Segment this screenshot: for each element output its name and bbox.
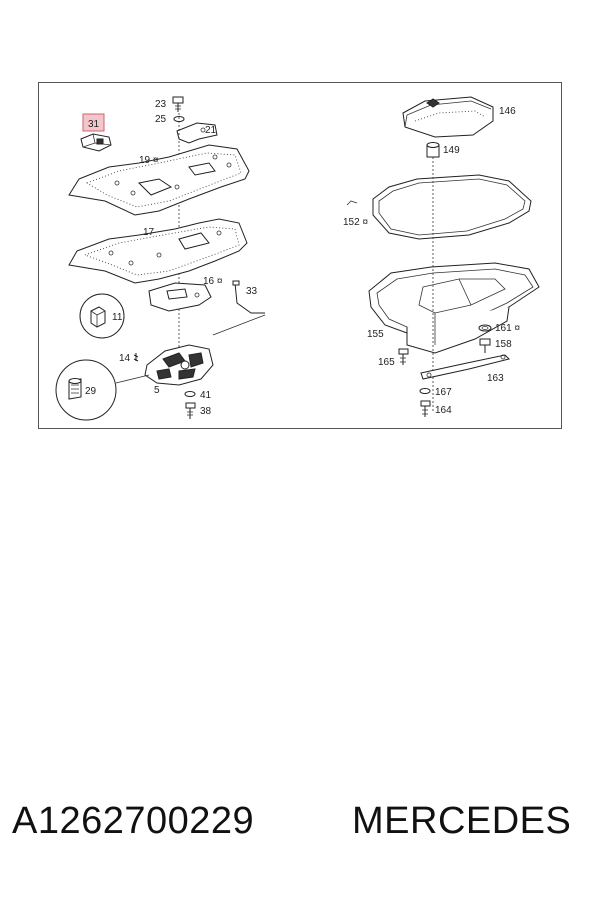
callout-16-label: 16 ¤ — [203, 276, 223, 287]
part-155-oil-pan — [368, 262, 540, 354]
callout-149-label: 149 — [443, 145, 460, 156]
part-149-seal — [426, 142, 440, 158]
part-21-bracket — [176, 122, 218, 144]
callout-19-label: 19 ¤ — [139, 155, 159, 166]
leader-29-to-valve — [115, 374, 150, 384]
part-31-connector — [80, 133, 112, 152]
callout-33-label: 33 — [246, 286, 258, 297]
part-17-gasket-plate — [68, 218, 248, 284]
part-23-bolt — [172, 96, 184, 112]
part-19-gasket-plate — [68, 144, 250, 216]
part-16-gasket — [148, 282, 212, 312]
callout-31-label: 31 — [88, 119, 100, 130]
part-163-retaining-strip — [420, 354, 510, 380]
callout-31-highlight — [82, 113, 105, 132]
part-33-pipe — [232, 280, 265, 314]
part-38-bolt — [185, 402, 196, 419]
callout-21-label: 21 — [205, 125, 217, 136]
callout-11-label: 11 — [112, 312, 123, 323]
callout-165-label: 165 — [378, 357, 395, 368]
callout-31-group[interactable]: 31 — [82, 113, 105, 132]
callout-155-label: 155 — [367, 329, 384, 340]
callout-5-label: 5 — [154, 385, 160, 396]
callout-167-label: 167 — [435, 387, 452, 398]
part-161-seal-ring — [478, 324, 492, 332]
callout-158-label: 158 — [495, 339, 512, 350]
callout-23-label: 23 — [155, 99, 167, 110]
callout-161-label: 161 ¤ — [495, 323, 520, 334]
leader-33-to-plate — [212, 314, 266, 336]
brand-name: MERCEDES — [352, 800, 572, 842]
part-152-pan-gasket — [346, 174, 532, 240]
parts-diagram-frame: 31 23 25 21 — [38, 82, 562, 429]
part-164-bolt — [420, 400, 431, 417]
callout-164-label: 164 — [435, 405, 452, 416]
callout-25-label: 25 — [155, 114, 167, 125]
callout-38-label: 38 — [200, 406, 212, 417]
part-167-washer — [419, 388, 431, 394]
callout-17-label: 17 — [143, 227, 155, 238]
part-41-washer — [184, 391, 196, 397]
part-14-spring — [133, 353, 139, 362]
part-165-bolt — [398, 348, 409, 365]
callout-152-label: 152 ¤ — [343, 217, 368, 228]
detail-circle-11 — [79, 293, 125, 339]
callout-41-label: 41 — [200, 390, 212, 401]
exploded-parts-diagram: 31 23 25 21 — [55, 96, 540, 421]
callout-163-label: 163 — [487, 373, 504, 384]
callout-14-label: 14 — [119, 353, 131, 364]
callout-29-label: 29 — [85, 386, 97, 397]
part-158-drain-plug — [479, 338, 491, 353]
callout-146-label: 146 — [499, 106, 516, 117]
detail-circle-29 — [55, 359, 117, 421]
part-146-oil-filter — [402, 96, 494, 138]
part-5-valve-body — [144, 344, 214, 386]
product-footer: A1262700229 MERCEDES — [0, 800, 600, 860]
part-number: A1262700229 — [12, 800, 255, 842]
